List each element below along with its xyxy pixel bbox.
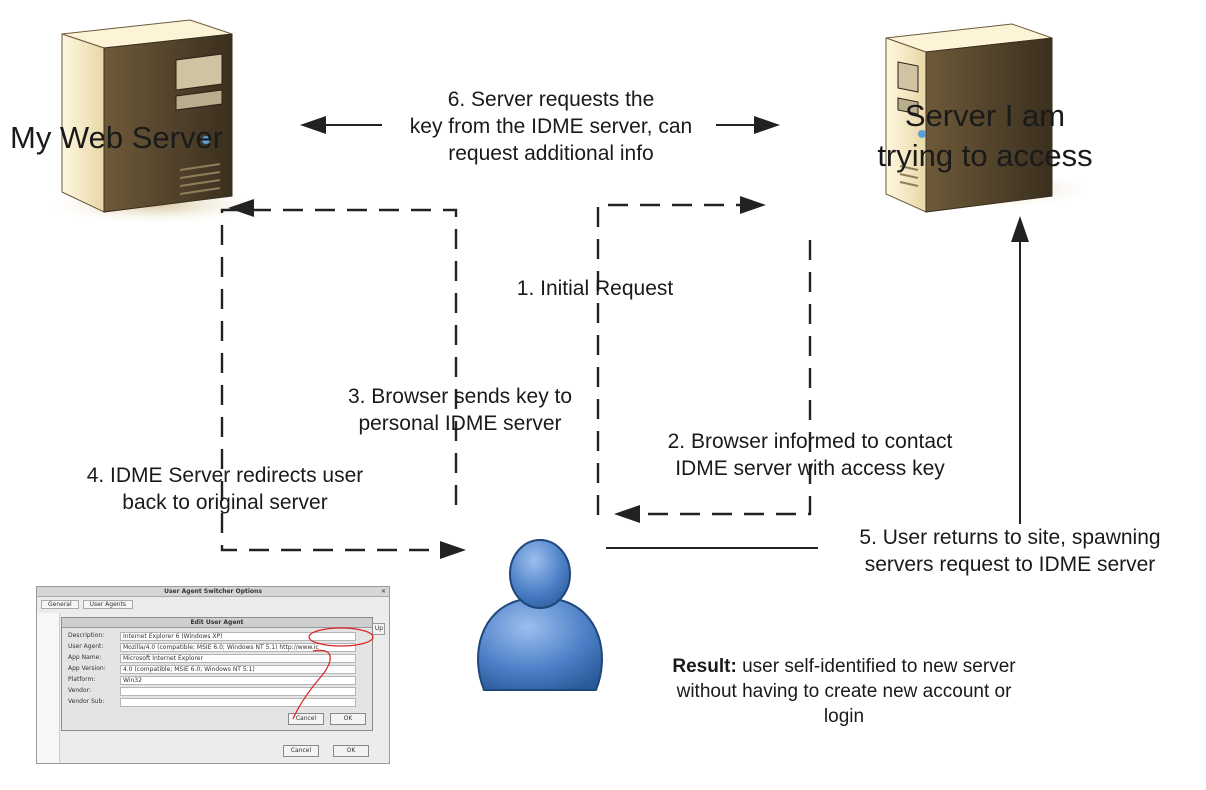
field-value: Mozilla/4.0 (compatible; MSIE 6.0; Windo…: [120, 643, 356, 652]
step-6-line-2: key from the IDME server, can: [409, 115, 693, 138]
field-label: Vendor:: [68, 687, 91, 694]
screenshot-tabs: General User Agents: [41, 600, 135, 609]
step-4-label: 4. IDME Server redirects user back to or…: [30, 462, 420, 516]
arrow-step-1: [596, 196, 766, 515]
arrow-step-3-4: [220, 199, 466, 559]
result-label: Result:: [672, 656, 737, 677]
step-5-line-2: servers request to IDME server: [864, 553, 1156, 576]
screenshot-title: User Agent Switcher Options: [164, 588, 262, 595]
target-server-label-line-1: Server I am: [904, 98, 1066, 133]
field-value: Win32: [120, 676, 356, 685]
tab-general: General: [41, 600, 79, 609]
step-2-label: 2. Browser informed to contact IDME serv…: [600, 428, 1020, 482]
result-body: user self-identified to new server witho…: [676, 656, 1016, 727]
red-annotation-scribble: [292, 627, 374, 720]
target-server-icon: [880, 23, 1090, 213]
step-4-line-1: 4. IDME Server redirects user: [86, 464, 364, 487]
arrow-step-6: [300, 116, 780, 134]
field-value: Internet Explorer 6 (Windows XP): [120, 632, 356, 641]
inner-cancel-button: Cancel: [288, 713, 324, 725]
field-label: Vendor Sub:: [68, 698, 105, 705]
field-label: Description:: [68, 632, 105, 639]
target-server-label-line-2: trying to access: [877, 138, 1093, 173]
field-label: App Name:: [68, 654, 102, 661]
edit-dialog-title: Edit User Agent: [62, 618, 372, 628]
step-3-line-2: personal IDME server: [358, 412, 562, 435]
field-value: [120, 687, 356, 696]
field-value: Microsoft Internet Explorer: [120, 654, 356, 663]
step-1-label: 1. Initial Request: [480, 275, 710, 302]
step-5-label: 5. User returns to site, spawning server…: [818, 524, 1202, 578]
tab-user-agents: User Agents: [82, 600, 134, 609]
result-text: Result: user self-identified to new serv…: [654, 654, 1034, 729]
arrow-step-2: [614, 240, 812, 523]
field-label: App Version:: [68, 665, 106, 672]
outer-ok-button: OK: [333, 745, 369, 757]
screenshot-titlebar: User Agent Switcher Options ✕: [37, 587, 389, 597]
step-6-label: 6. Server requests the key from the IDME…: [384, 86, 718, 167]
inner-ok-button: OK: [330, 713, 366, 725]
step-4-line-2: back to original server: [122, 491, 328, 514]
step-2-line-2: IDME server with access key: [675, 457, 945, 480]
my-web-server-label: My Web Server: [10, 120, 224, 155]
close-icon: ✕: [380, 588, 386, 595]
web-server-icon: [50, 19, 260, 223]
field-value: [120, 698, 356, 707]
target-server-label: Server I am trying to access: [840, 96, 1130, 176]
step-1-line-1: 1. Initial Request: [516, 277, 674, 300]
outer-cancel-button: Cancel: [283, 745, 319, 757]
edit-user-agent-dialog: Edit User Agent Description: Internet Exp…: [61, 617, 373, 731]
field-label: Platform:: [68, 676, 96, 683]
user-icon: [477, 539, 603, 691]
step-5-line-1: 5. User returns to site, spawning: [859, 526, 1161, 549]
screenshot-side-panel: [37, 613, 60, 763]
user-agent-switcher-screenshot: User Agent Switcher Options ✕ General Us…: [36, 586, 390, 764]
step-3-label: 3. Browser sends key to personal IDME se…: [300, 383, 620, 437]
field-value: 4.0 (compatible; MSIE 6.0; Windows NT 5.…: [120, 665, 356, 674]
step-6-line-1: 6. Server requests the: [447, 88, 655, 111]
field-label: User Agent:: [68, 643, 104, 650]
step-3-line-1: 3. Browser sends key to: [347, 385, 573, 408]
step-6-line-3: request additional info: [448, 142, 654, 165]
step-2-line-1: 2. Browser informed to contact: [667, 430, 953, 453]
arrow-step-5: [606, 216, 1029, 549]
